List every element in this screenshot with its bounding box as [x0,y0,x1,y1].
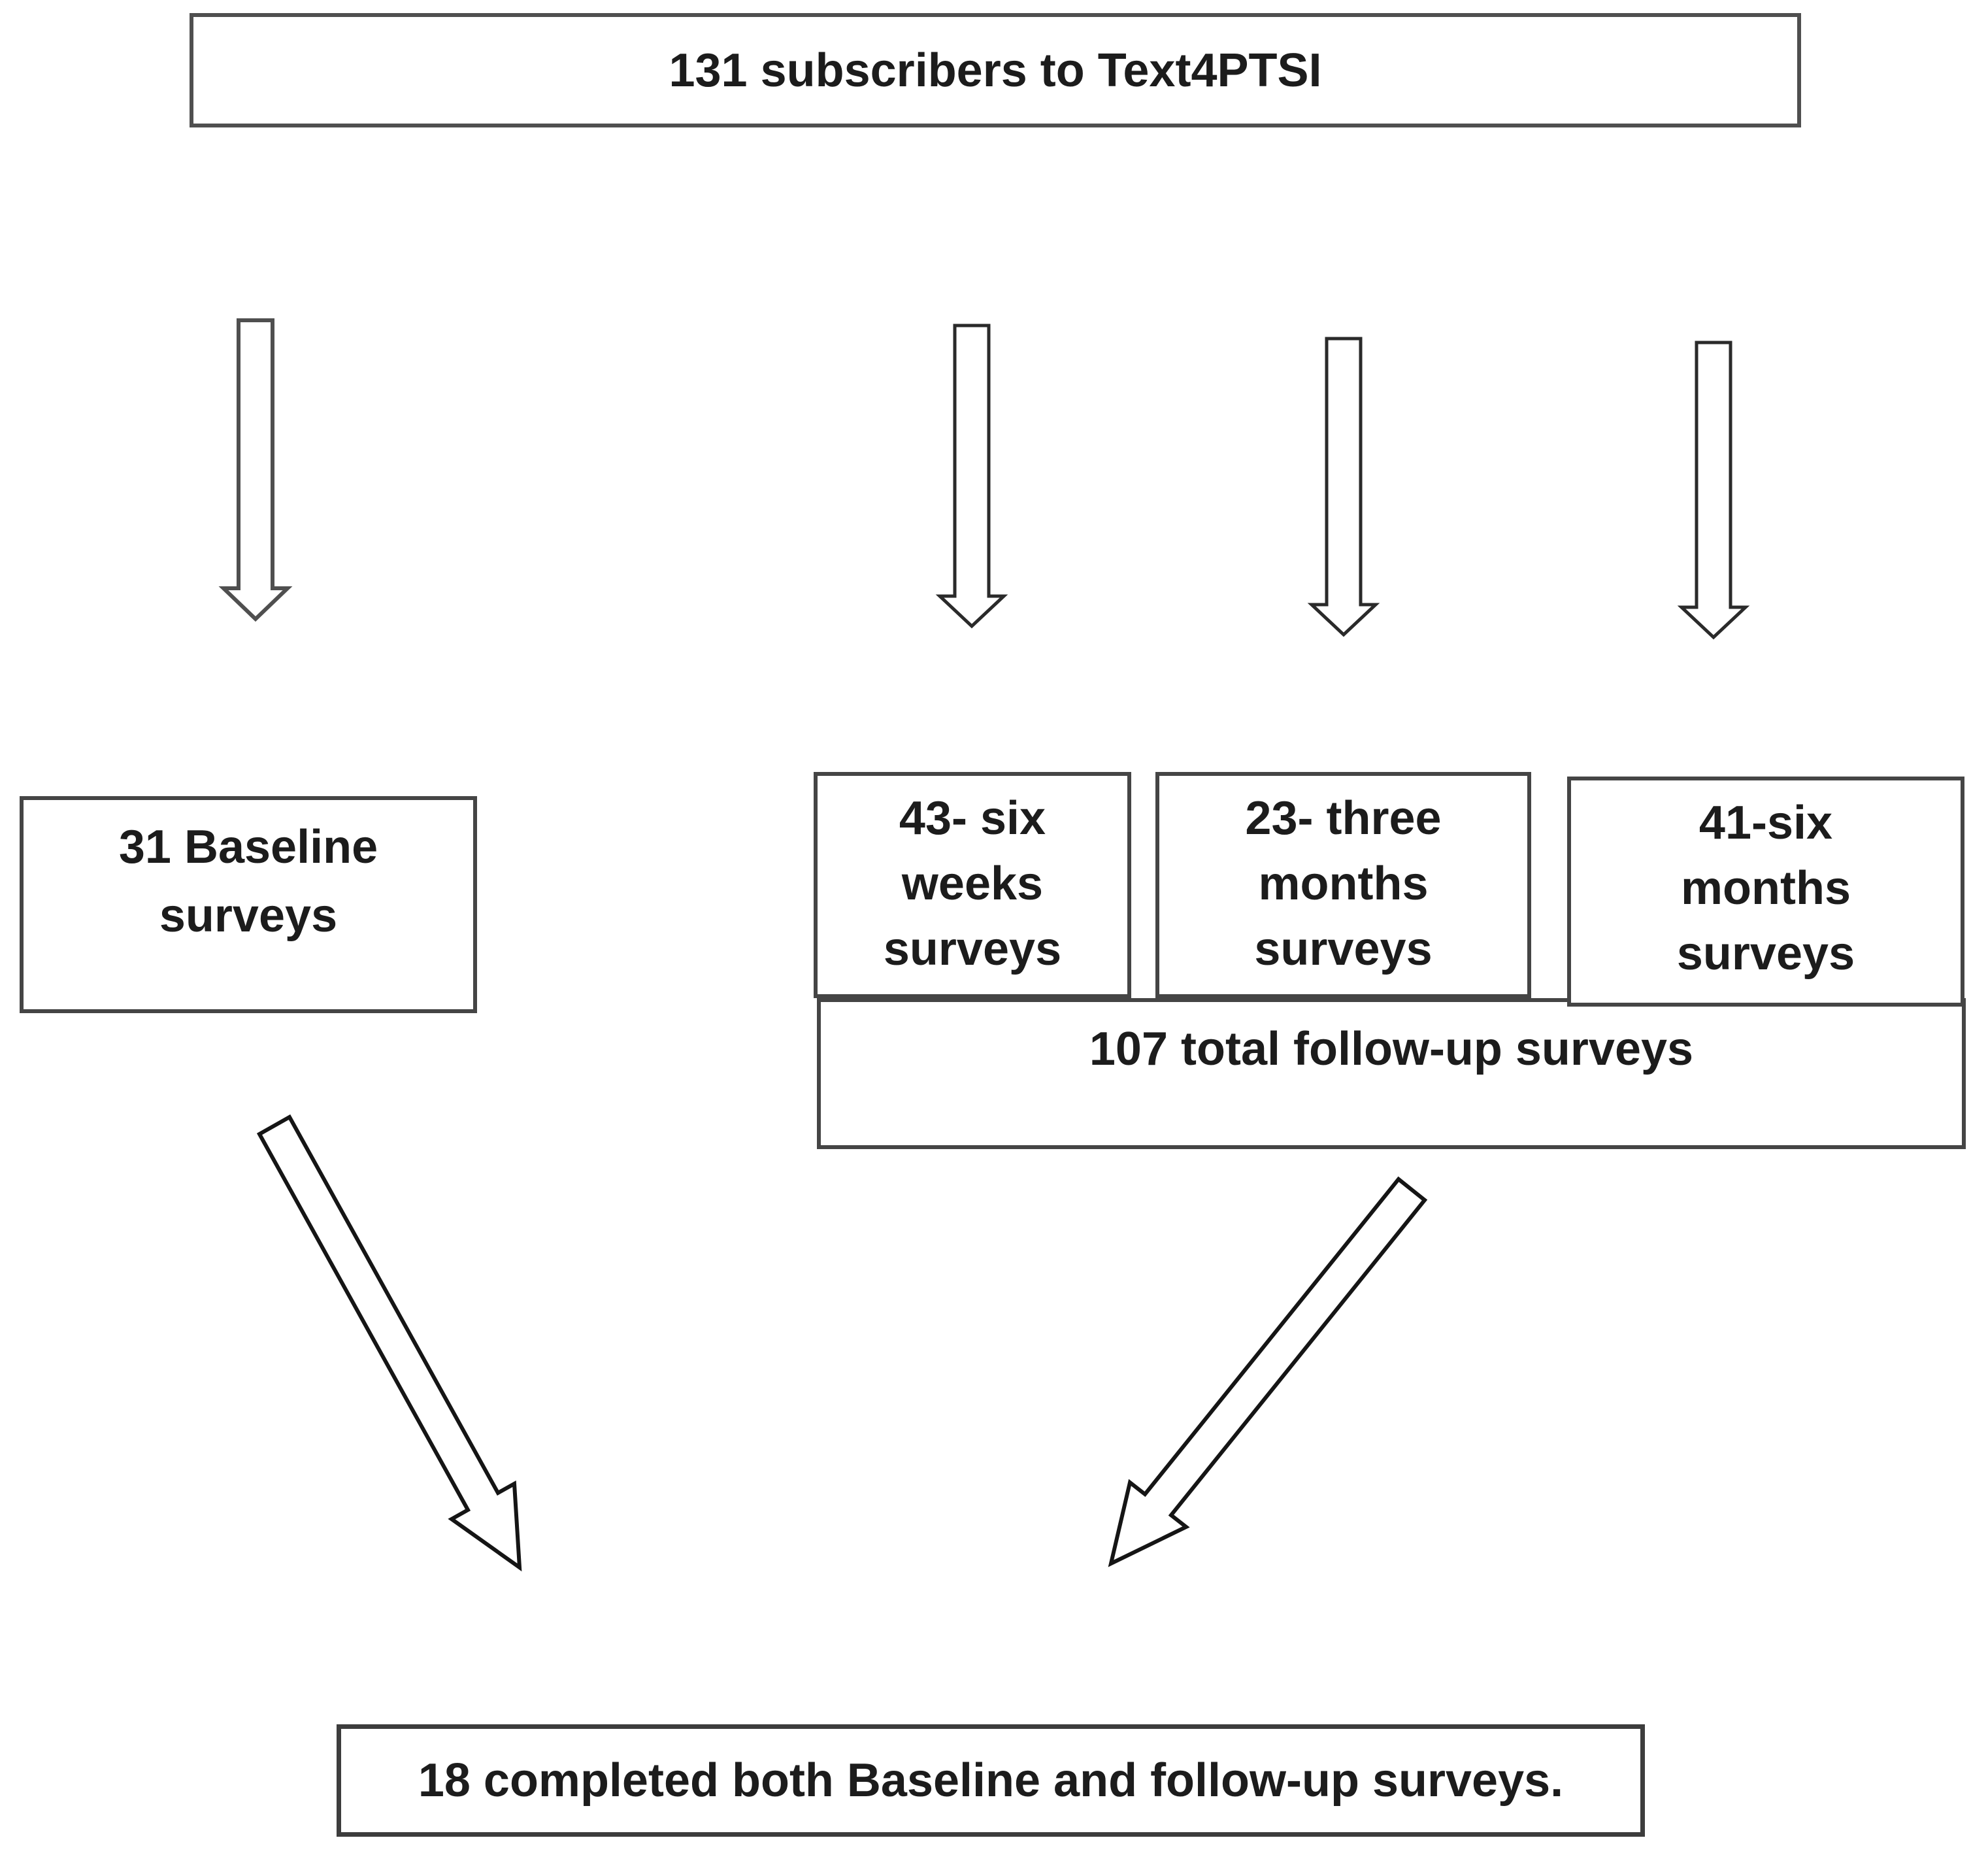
down-arrow-to-three-months-surveys [1307,337,1380,637]
six-months-line-2: months [1681,862,1851,914]
down-arrow-to-six-weeks-surveys [935,324,1008,629]
six-weeks-line-1: 43- six [899,792,1046,845]
three-months-line-2: months [1258,858,1429,910]
subscribers-box: 131 subscribers to Text4PTSI [190,13,1801,127]
total-followup-surveys-label: 107 total follow-up surveys [1089,1023,1694,1075]
completed-both-label: 18 completed both Baseline and follow-up… [418,1754,1564,1807]
six-weeks-line-2: weeks [901,858,1044,910]
down-arrow-to-six-months-surveys [1677,341,1750,640]
baseline-surveys-box: 31 Baseline surveys [20,796,477,1013]
six-weeks-line-3: surveys [883,923,1062,975]
diagonal-arrow-followup-to-final [1108,1176,1428,1567]
six-weeks-surveys-box: 43- six weeks surveys [814,772,1131,998]
baseline-surveys-line-1: 31 Baseline [118,821,378,873]
completed-both-box: 18 completed both Baseline and follow-up… [337,1724,1645,1837]
total-followup-surveys-box: 107 total follow-up surveys [817,998,1966,1149]
down-arrow-to-baseline-surveys [218,318,293,622]
six-months-line-3: surveys [1676,928,1855,980]
diagonal-arrow-baseline-to-final [256,1114,522,1572]
subscribers-box-label: 131 subscribers to Text4PTSI [669,44,1322,97]
three-months-line-1: 23- three [1245,792,1442,845]
six-months-surveys-box: 41-six months surveys [1567,777,1964,1007]
six-months-line-1: 41-six [1698,797,1833,849]
baseline-surveys-line-2: surveys [159,890,338,942]
three-months-line-3: surveys [1254,923,1433,975]
three-months-surveys-box: 23- three months surveys [1155,772,1531,998]
